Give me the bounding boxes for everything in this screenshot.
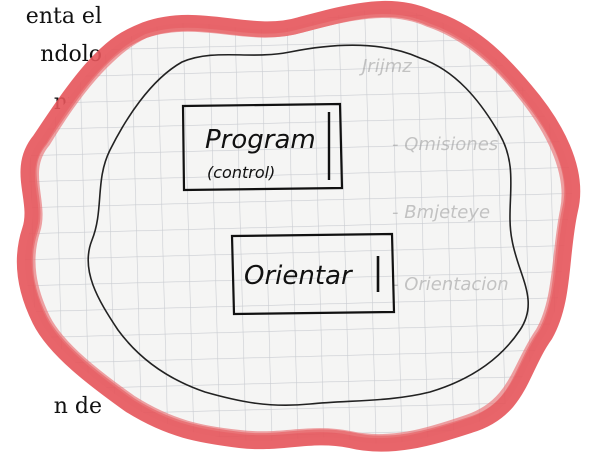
background-note-3: - Bmjeteye <box>392 202 490 223</box>
background-note-2: - Qmisiones <box>392 134 498 155</box>
background-note-1: Jrijmz <box>359 56 412 77</box>
control-label: (control) <box>207 163 275 182</box>
background-note-4: - Orientacion <box>392 274 509 295</box>
orientar-label: Orientar <box>244 261 354 291</box>
program-label: Program <box>205 125 316 155</box>
